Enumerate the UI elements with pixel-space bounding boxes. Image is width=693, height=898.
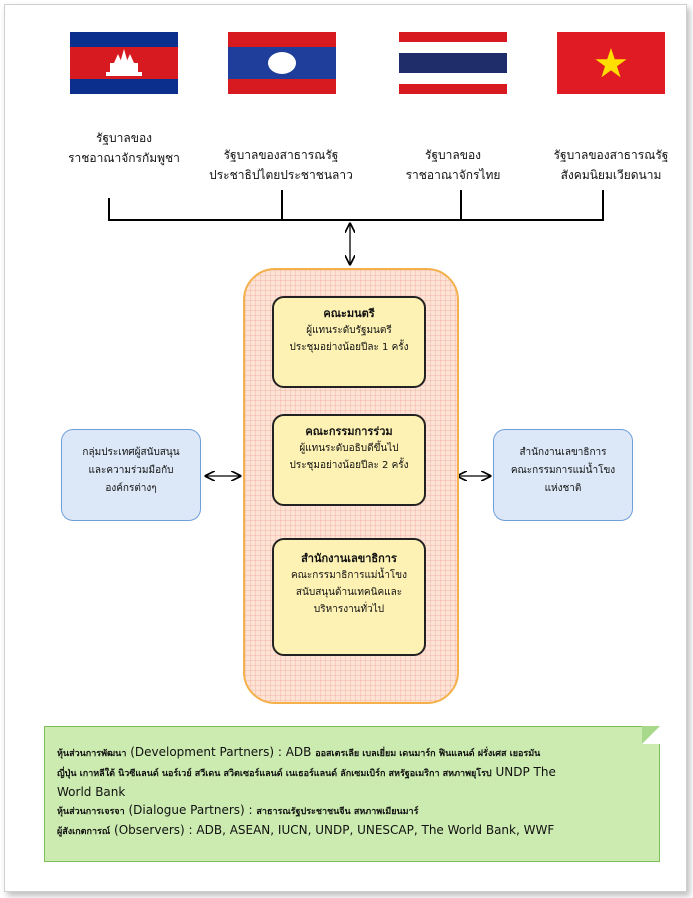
- donor-partners-line: กลุ่มประเทศผู้สนับสนุน: [82, 447, 180, 458]
- development-partners-row-2: ญี่ปุ่น เกาหลีใต้ นิวซีแลนด์ นอร์เวย์ สว…: [57, 763, 647, 783]
- secretariat-line: คณะกรรมาธิการแม่น้ำโขง: [290, 570, 408, 581]
- dialogue-partners-list: สาธารณรัฐประชาชนจีน สหภาพเมียนมาร์: [256, 807, 419, 817]
- observers-label: (Observers) : ADB, ASEAN, IUCN, UNDP, UN…: [114, 823, 555, 837]
- connector-line: [108, 198, 110, 220]
- donor-partners-box: กลุ่มประเทศผู้สนับสนุน และความร่วมมือกับ…: [61, 429, 201, 521]
- gov-label-line: ประชาธิปไตยประชาชนลาว: [209, 168, 353, 182]
- gov-label-line: รัฐบาลของ: [424, 148, 482, 162]
- council-box: คณะมนตรี ผู้แทนระดับรัฐมนตรี ประชุมอย่าง…: [272, 296, 426, 388]
- gov-label-thailand: รัฐบาลของ ราชอาณาจักรไทย: [368, 145, 538, 185]
- connector-line: [602, 190, 604, 220]
- gov-label-line: รัฐบาลของ: [95, 131, 153, 145]
- dialogue-partners-label: (Dialogue Partners) :: [128, 803, 253, 817]
- development-partners-tail: UNDP The: [495, 765, 556, 779]
- partners-box: หุ้นส่วนการพัฒนา (Development Partners) …: [44, 726, 660, 862]
- national-committees-line: แห่งชาติ: [544, 483, 582, 494]
- development-partners-row: หุ้นส่วนการพัฒนา (Development Partners) …: [57, 743, 647, 763]
- gov-label-line: สังคมนิยมเวียดนาม: [560, 168, 662, 182]
- joint-committee-line: ผู้แทนระดับอธิบดีขึ้นไป: [299, 443, 399, 454]
- secretariat-line: บริหารงานทั่วไป: [313, 604, 385, 615]
- cambodia-flag-icon: [70, 32, 178, 94]
- dialogue-partners-thai: หุ้นส่วนการเจรจา: [57, 807, 125, 817]
- laos-flag-icon: [228, 32, 336, 94]
- observers-row: ผู้สังเกตการณ์ (Observers) : ADB, ASEAN,…: [57, 821, 647, 841]
- connector-line: [460, 190, 462, 220]
- development-partners-list: ออสเตรเลีย เบลเยี่ยม เดนมาร์ก ฟินแลนด์ ฝ…: [315, 749, 541, 759]
- development-partners-list-2: ญี่ปุ่น เกาหลีใต้ นิวซีแลนด์ นอร์เวย์ สว…: [57, 769, 492, 779]
- donor-partners-line: และความร่วมมือกับ: [88, 465, 174, 476]
- joint-committee-box: คณะกรรมการร่วม ผู้แทนระดับอธิบดีขึ้นไป ป…: [272, 414, 426, 506]
- secretariat-title: สำนักงานเลขาธิการ: [301, 552, 397, 565]
- gov-label-line: ราชอาณาจักรไทย: [405, 168, 501, 182]
- joint-committee-title: คณะกรรมการร่วม: [305, 425, 393, 438]
- national-committees-line: คณะกรรมการแม่น้ำโขง: [510, 465, 616, 476]
- connector-line: [281, 190, 283, 220]
- gov-label-line: ราชอาณาจักรกัมพูชา: [68, 151, 180, 165]
- gov-label-line: รัฐบาลของสาธารณรัฐ: [553, 148, 669, 162]
- gov-label-cambodia: รัฐบาลของ ราชอาณาจักรกัมพูชา: [39, 128, 209, 168]
- secretariat-line: สนับสนุนด้านเทคนิคและ: [295, 587, 403, 598]
- joint-committee-line: ประชุมอย่างน้อยปีละ 2 ครั้ง: [289, 460, 409, 471]
- connector-bus-line: [108, 219, 604, 221]
- secretariat-box: สำนักงานเลขาธิการ คณะกรรมาธิการแม่น้ำโขง…: [272, 538, 426, 656]
- gov-label-line: รัฐบาลของสาธารณรัฐ: [223, 148, 339, 162]
- development-partners-world-bank: World Bank: [57, 785, 126, 799]
- vietnam-flag-icon: [557, 32, 665, 94]
- council-line: ประชุมอย่างน้อยปีละ 1 ครั้ง: [289, 342, 409, 353]
- council-title: คณะมนตรี: [323, 307, 375, 320]
- development-partners-label: (Development Partners) : ADB: [130, 745, 312, 759]
- council-line: ผู้แทนระดับรัฐมนตรี: [306, 325, 392, 336]
- observers-thai: ผู้สังเกตการณ์: [57, 827, 111, 837]
- development-partners-thai: หุ้นส่วนการพัฒนา: [57, 749, 127, 759]
- donor-partners-line: องค์กรต่างๆ: [105, 483, 157, 494]
- page-fold-corner: [642, 726, 660, 744]
- national-committees-line: สำนักงานเลขาธิการ: [519, 447, 607, 458]
- thailand-flag-icon: [399, 32, 507, 94]
- gov-label-vietnam: รัฐบาลของสาธารณรัฐ สังคมนิยมเวียดนาม: [526, 145, 693, 185]
- national-committees-box: สำนักงานเลขาธิการ คณะกรรมการแม่น้ำโขง แห…: [493, 429, 633, 521]
- gov-label-laos: รัฐบาลของสาธารณรัฐ ประชาธิปไตยประชาชนลาว: [196, 145, 366, 185]
- dialogue-partners-row: หุ้นส่วนการเจรจา (Dialogue Partners) : ส…: [57, 801, 647, 821]
